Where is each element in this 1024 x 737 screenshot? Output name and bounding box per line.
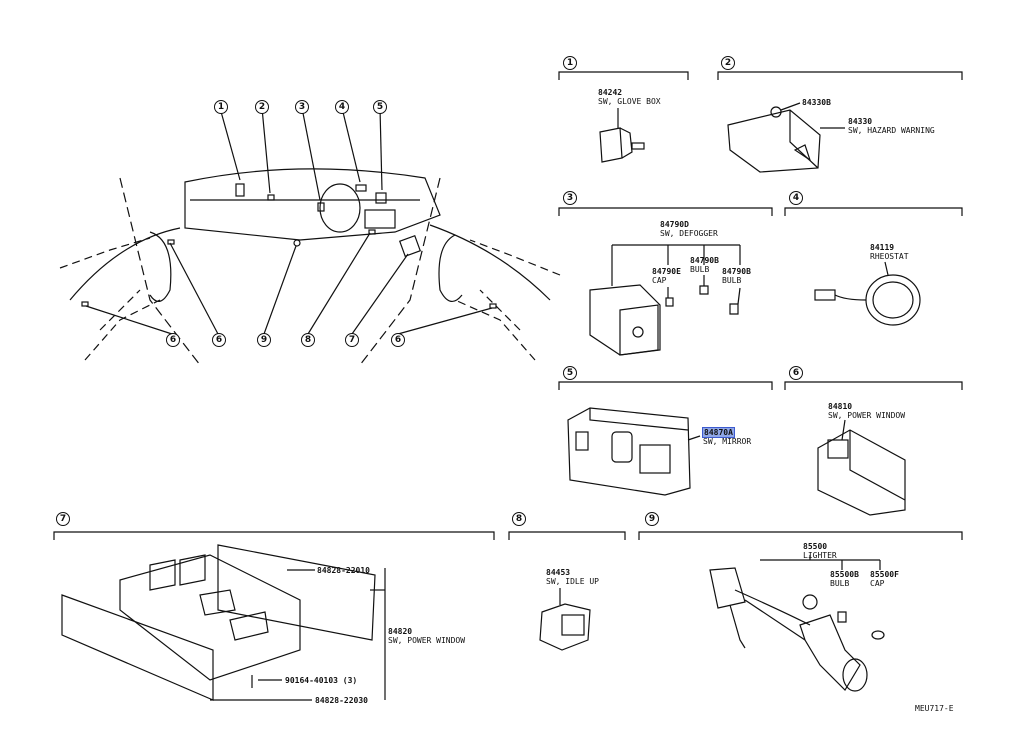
master-window-switch-drawing	[61, 544, 386, 701]
section-callout-1: 1	[563, 56, 577, 70]
mirror-switch-drawing	[567, 407, 701, 496]
part-label-84828-22030: 84828-22030	[315, 696, 368, 705]
overview-callout-8: 8	[301, 333, 315, 347]
overview-callout-2: 2	[255, 100, 269, 114]
overview-callout-3: 3	[295, 100, 309, 114]
diagram-code: MEU717-E	[915, 704, 954, 713]
overview-callout-4: 4	[335, 100, 349, 114]
dashboard-overview	[59, 107, 561, 366]
part-label-84330B: 84330B	[802, 98, 831, 107]
hazard-switch-drawing	[727, 102, 845, 173]
overview-callout-6c: 6	[391, 333, 405, 347]
section-callout-7: 7	[56, 512, 70, 526]
power-window-switch-drawing	[817, 419, 906, 516]
idle-up-switch-drawing	[539, 588, 591, 651]
section-callout-6: 6	[789, 366, 803, 380]
rheostat-drawing	[814, 261, 921, 326]
overview-callout-5: 5	[373, 100, 387, 114]
highlighted-part-number[interactable]: 84870A	[702, 427, 735, 438]
part-label-84828-22010: 84828-22010	[317, 566, 370, 575]
overview-callout-7: 7	[345, 333, 359, 347]
glove-box-switch-drawing	[599, 108, 645, 163]
overview-callout-6a: 6	[166, 333, 180, 347]
defogger-switch-drawing	[589, 244, 741, 356]
overview-callout-1: 1	[214, 100, 228, 114]
section-callout-9: 9	[645, 512, 659, 526]
section-callout-4: 4	[789, 191, 803, 205]
lighter-drawing	[709, 555, 885, 692]
overview-callout-6b: 6	[212, 333, 226, 347]
section-callout-2: 2	[721, 56, 735, 70]
overview-callout-9: 9	[257, 333, 271, 347]
section-callout-5: 5	[563, 366, 577, 380]
section-callout-3: 3	[563, 191, 577, 205]
part-label-90164-40103: 90164-40103 (3)	[285, 676, 358, 685]
section-callout-8: 8	[512, 512, 526, 526]
